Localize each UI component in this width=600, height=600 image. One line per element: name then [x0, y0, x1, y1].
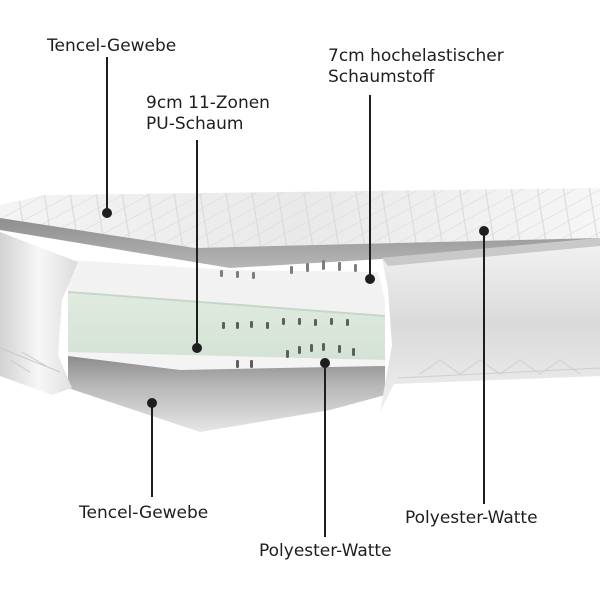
dots-pu-mark [298, 318, 301, 325]
dots-pu-mark [250, 321, 253, 328]
dots-hr-mark [252, 272, 255, 279]
leader-lines [102, 57, 489, 537]
label-bottom-cover: Tencel-Gewebe [79, 503, 208, 524]
left-side-cover-stitch [0, 347, 61, 373]
label-pu-foam-line2: PU-Schaum [146, 114, 244, 134]
hr-foam-layer [68, 260, 385, 318]
polyester-wadding-layer [68, 352, 385, 370]
right-side-cover-shade [382, 238, 600, 266]
leader-polyester-right-dot [479, 226, 489, 236]
dots-hr-mark [322, 260, 325, 270]
dots-pu-mark [352, 348, 355, 356]
dots-hr-mark [354, 264, 357, 272]
dots-pu-mark [314, 319, 317, 326]
label-polyester-right: Polyester-Watte [405, 508, 538, 529]
dots-hr-mark [306, 263, 309, 272]
dots-pu-mark [282, 318, 285, 325]
leader-pu-foam-dot [192, 343, 202, 353]
label-pu-foam-line1: 9cm 11-Zonen [146, 93, 270, 113]
label-hr-foam: 7cm hochelastischer Schaumstoff [328, 46, 504, 88]
hr-foam-perforations [220, 260, 357, 279]
left-side-cover [0, 232, 78, 395]
label-top-cover: Tencel-Gewebe [47, 36, 176, 57]
label-pu-foam: 9cm 11-Zonen PU-Schaum [146, 93, 270, 135]
dots-hr-mark [220, 270, 223, 277]
bottom-cover-layer [68, 356, 385, 432]
top-surface-quilting [0, 188, 600, 248]
dots-pu-mark [346, 319, 349, 326]
leader-top-cover-dot [102, 208, 112, 218]
dots-hr-mark [236, 271, 239, 278]
right-side-cover [380, 238, 600, 412]
label-polyester-center-text: Polyester-Watte [259, 541, 392, 561]
dots-pu-mark [338, 345, 341, 353]
dots-pu-mark [298, 346, 301, 354]
dots-pu-mark [286, 350, 289, 358]
dots-hr-mark [290, 266, 293, 274]
label-top-cover-text: Tencel-Gewebe [47, 36, 177, 56]
dots-pu-mark [236, 360, 239, 368]
dots-hr-mark [338, 262, 341, 271]
leader-bottom-cover-dot [147, 398, 157, 408]
pu-foam-layer [68, 292, 385, 360]
label-bottom-cover-text: Tencel-Gewebe [79, 503, 209, 523]
dots-pu-mark [310, 344, 313, 352]
dots-pu-mark [322, 343, 325, 351]
right-side-cover-stitch [397, 359, 600, 379]
dots-pu-mark [266, 322, 269, 329]
dots-pu-mark [236, 322, 239, 329]
label-polyester-right-text: Polyester-Watte [405, 508, 538, 528]
leader-polyester-center-dot [320, 358, 330, 368]
dots-pu-mark [330, 318, 333, 325]
pu-foam-edge [67, 291, 386, 317]
leader-hr-foam-dot [365, 274, 375, 284]
dots-pu-mark [250, 360, 253, 368]
dots-pu-mark [222, 322, 225, 329]
label-hr-foam-line2: Schaumstoff [328, 67, 435, 87]
pu-foam-perforations [222, 318, 355, 368]
top-cover-band [0, 218, 600, 268]
label-polyester-center: Polyester-Watte [259, 541, 392, 562]
label-hr-foam-line1: 7cm hochelastischer [328, 46, 504, 66]
